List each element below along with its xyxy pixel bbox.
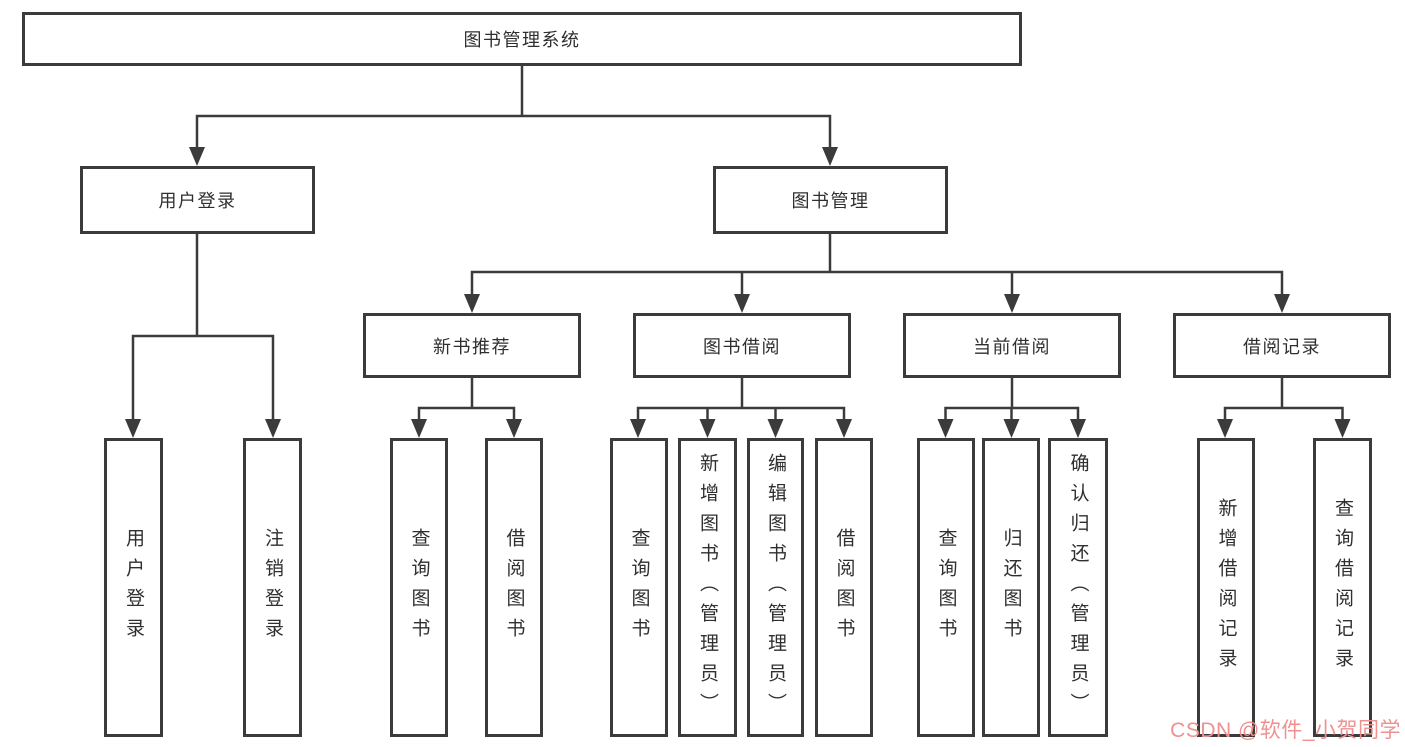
node-leaf-confirm-return-admin: 确认归还（管理员） [1048, 438, 1108, 737]
node-label: 用户登录 [158, 191, 237, 211]
node-leaf-query-books-recommend: 查询图书 [390, 438, 448, 737]
node-label: 查询图书 [935, 527, 957, 648]
watermark: CSDN @软件_小贺同学 [1170, 719, 1401, 742]
node-label: 借阅图书 [833, 527, 855, 648]
node-label: 确认归还（管理员） [1067, 452, 1089, 723]
node-leaf-add-borrow-record: 新增借阅记录 [1197, 438, 1255, 737]
node-label: 归还图书 [1000, 527, 1022, 648]
node-book-management: 图书管理 [713, 166, 948, 234]
node-label: 图书管理系统 [463, 30, 581, 50]
node-label: 新增图书（管理员） [697, 452, 718, 723]
node-leaf-query-borrow-record: 查询借阅记录 [1313, 438, 1372, 737]
node-label: 查询图书 [408, 527, 430, 648]
node-leaf-add-book-admin: 新增图书（管理员） [678, 438, 737, 737]
node-borrowing-records: 借阅记录 [1173, 313, 1391, 378]
node-label: 当前借阅 [973, 336, 1051, 357]
node-leaf-return-books: 归还图书 [982, 438, 1040, 737]
node-leaf-query-books-borrowing: 查询图书 [610, 438, 668, 737]
node-label: 编辑图书（管理员） [765, 452, 786, 723]
node-label: 新增借阅记录 [1215, 497, 1237, 678]
node-current-borrowing: 当前借阅 [903, 313, 1121, 378]
node-label: 查询图书 [628, 527, 650, 648]
node-label: 借阅记录 [1243, 336, 1321, 357]
node-label: 注销登录 [262, 527, 283, 648]
node-label: 新书推荐 [433, 336, 511, 357]
node-leaf-logout: 注销登录 [243, 438, 302, 737]
node-label: 借阅图书 [503, 527, 525, 648]
node-label: 图书管理 [791, 191, 870, 211]
node-leaf-borrow-books: 借阅图书 [815, 438, 873, 737]
node-label: 图书借阅 [703, 336, 781, 357]
node-label: 查询借阅记录 [1332, 497, 1353, 678]
node-library-management-system: 图书管理系统 [22, 12, 1022, 66]
node-book-borrowing: 图书借阅 [633, 313, 851, 378]
node-leaf-edit-book-admin: 编辑图书（管理员） [747, 438, 804, 737]
node-user-login: 用户登录 [80, 166, 315, 234]
node-leaf-user-login: 用户登录 [104, 438, 163, 737]
node-leaf-borrow-books-recommend: 借阅图书 [485, 438, 543, 737]
node-new-book-recommendation: 新书推荐 [363, 313, 581, 378]
node-label: 用户登录 [123, 527, 144, 648]
node-leaf-query-books-current: 查询图书 [917, 438, 975, 737]
